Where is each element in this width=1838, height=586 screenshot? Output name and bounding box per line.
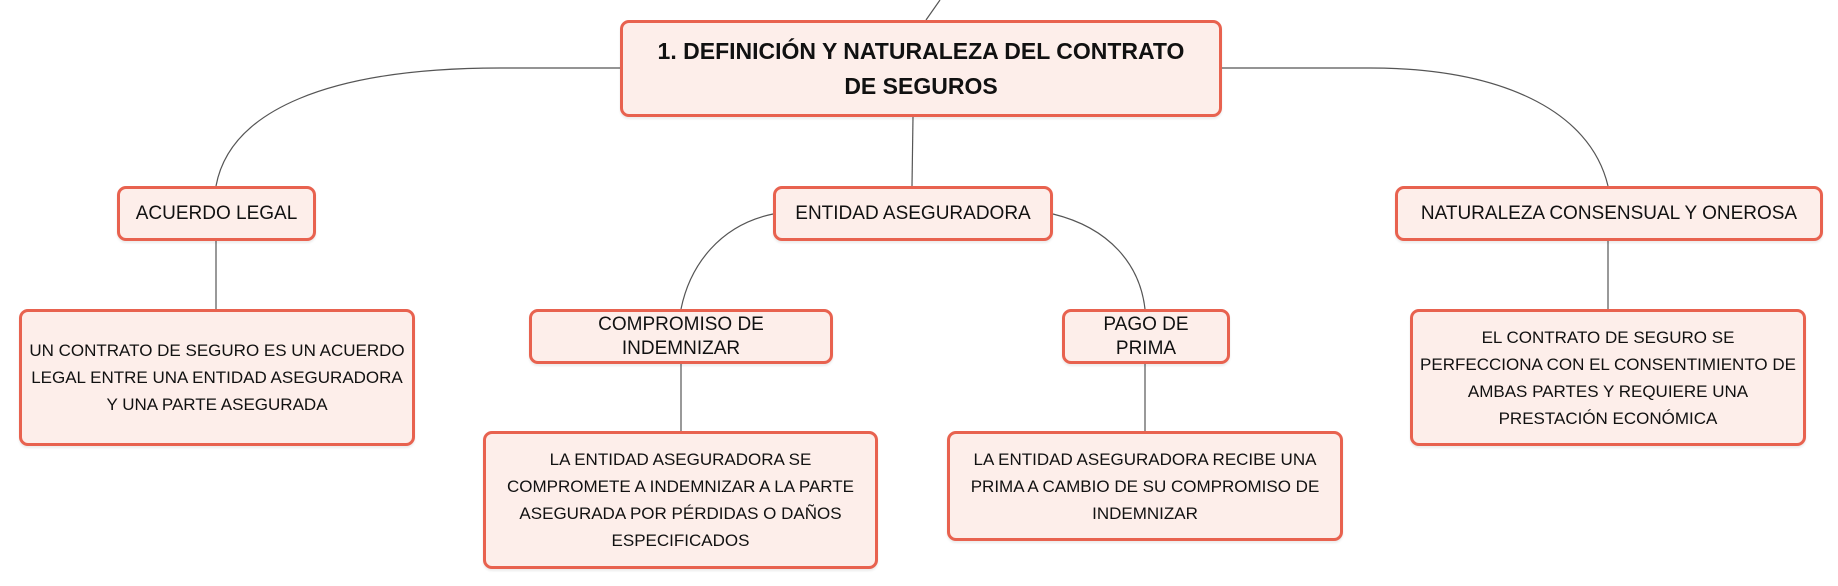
node-entidad-aseguradora-label: ENTIDAD ASEGURADORA xyxy=(795,202,1031,224)
node-pago-detail[interactable]: LA ENTIDAD ASEGURADORA RECIBE UNA PRIMA … xyxy=(947,431,1343,541)
node-compromiso-de-indemnizar[interactable]: COMPROMISO DE INDEMNIZAR xyxy=(529,309,833,364)
node-acuerdo-legal-label: ACUERDO LEGAL xyxy=(135,202,298,224)
connector-root-acuerdo-legal xyxy=(215,67,620,187)
root-topic-node[interactable]: 1. DEFINICIÓN Y NATURALEZA DEL CONTRATO … xyxy=(620,20,1222,117)
node-naturaleza-detail[interactable]: EL CONTRATO DE SEGURO SE PERFECCIONA CON… xyxy=(1410,309,1806,446)
connector-entidad-compromiso xyxy=(680,213,774,310)
node-naturaleza-detail-text: EL CONTRATO DE SEGURO SE PERFECCIONA CON… xyxy=(1420,327,1796,428)
node-pago-de-prima[interactable]: PAGO DE PRIMA xyxy=(1062,309,1230,364)
node-pago-de-prima-label: PAGO DE PRIMA xyxy=(1103,313,1189,359)
node-acuerdo-legal-detail[interactable]: UN CONTRATO DE SEGURO ES UN ACUERDO LEGA… xyxy=(19,309,415,446)
node-compromiso-de-indemnizar-label: COMPROMISO DE INDEMNIZAR xyxy=(598,313,764,359)
node-compromiso-detail-text: LA ENTIDAD ASEGURADORA SE COMPROMETE A I… xyxy=(506,450,854,550)
connector-entidad-pago xyxy=(1052,213,1146,310)
node-pago-detail-text: LA ENTIDAD ASEGURADORA RECIBE UNA PRIMA … xyxy=(970,449,1320,523)
node-naturaleza-consensual-label: NATURALEZA CONSENSUAL Y ONEROSA xyxy=(1420,202,1798,224)
root-topic-label: 1. DEFINICIÓN Y NATURALEZA DEL CONTRATO … xyxy=(657,37,1185,99)
connector-root-entidad-aseguradora xyxy=(911,116,914,187)
connector-parent-edge xyxy=(925,0,941,21)
node-naturaleza-consensual[interactable]: NATURALEZA CONSENSUAL Y ONEROSA xyxy=(1395,186,1823,241)
node-entidad-aseguradora[interactable]: ENTIDAD ASEGURADORA xyxy=(773,186,1053,241)
connector-root-naturaleza xyxy=(1222,67,1609,187)
node-compromiso-detail[interactable]: LA ENTIDAD ASEGURADORA SE COMPROMETE A I… xyxy=(483,431,878,569)
node-acuerdo-legal-detail-text: UN CONTRATO DE SEGURO ES UN ACUERDO LEGA… xyxy=(29,341,405,414)
node-acuerdo-legal[interactable]: ACUERDO LEGAL xyxy=(117,186,316,241)
